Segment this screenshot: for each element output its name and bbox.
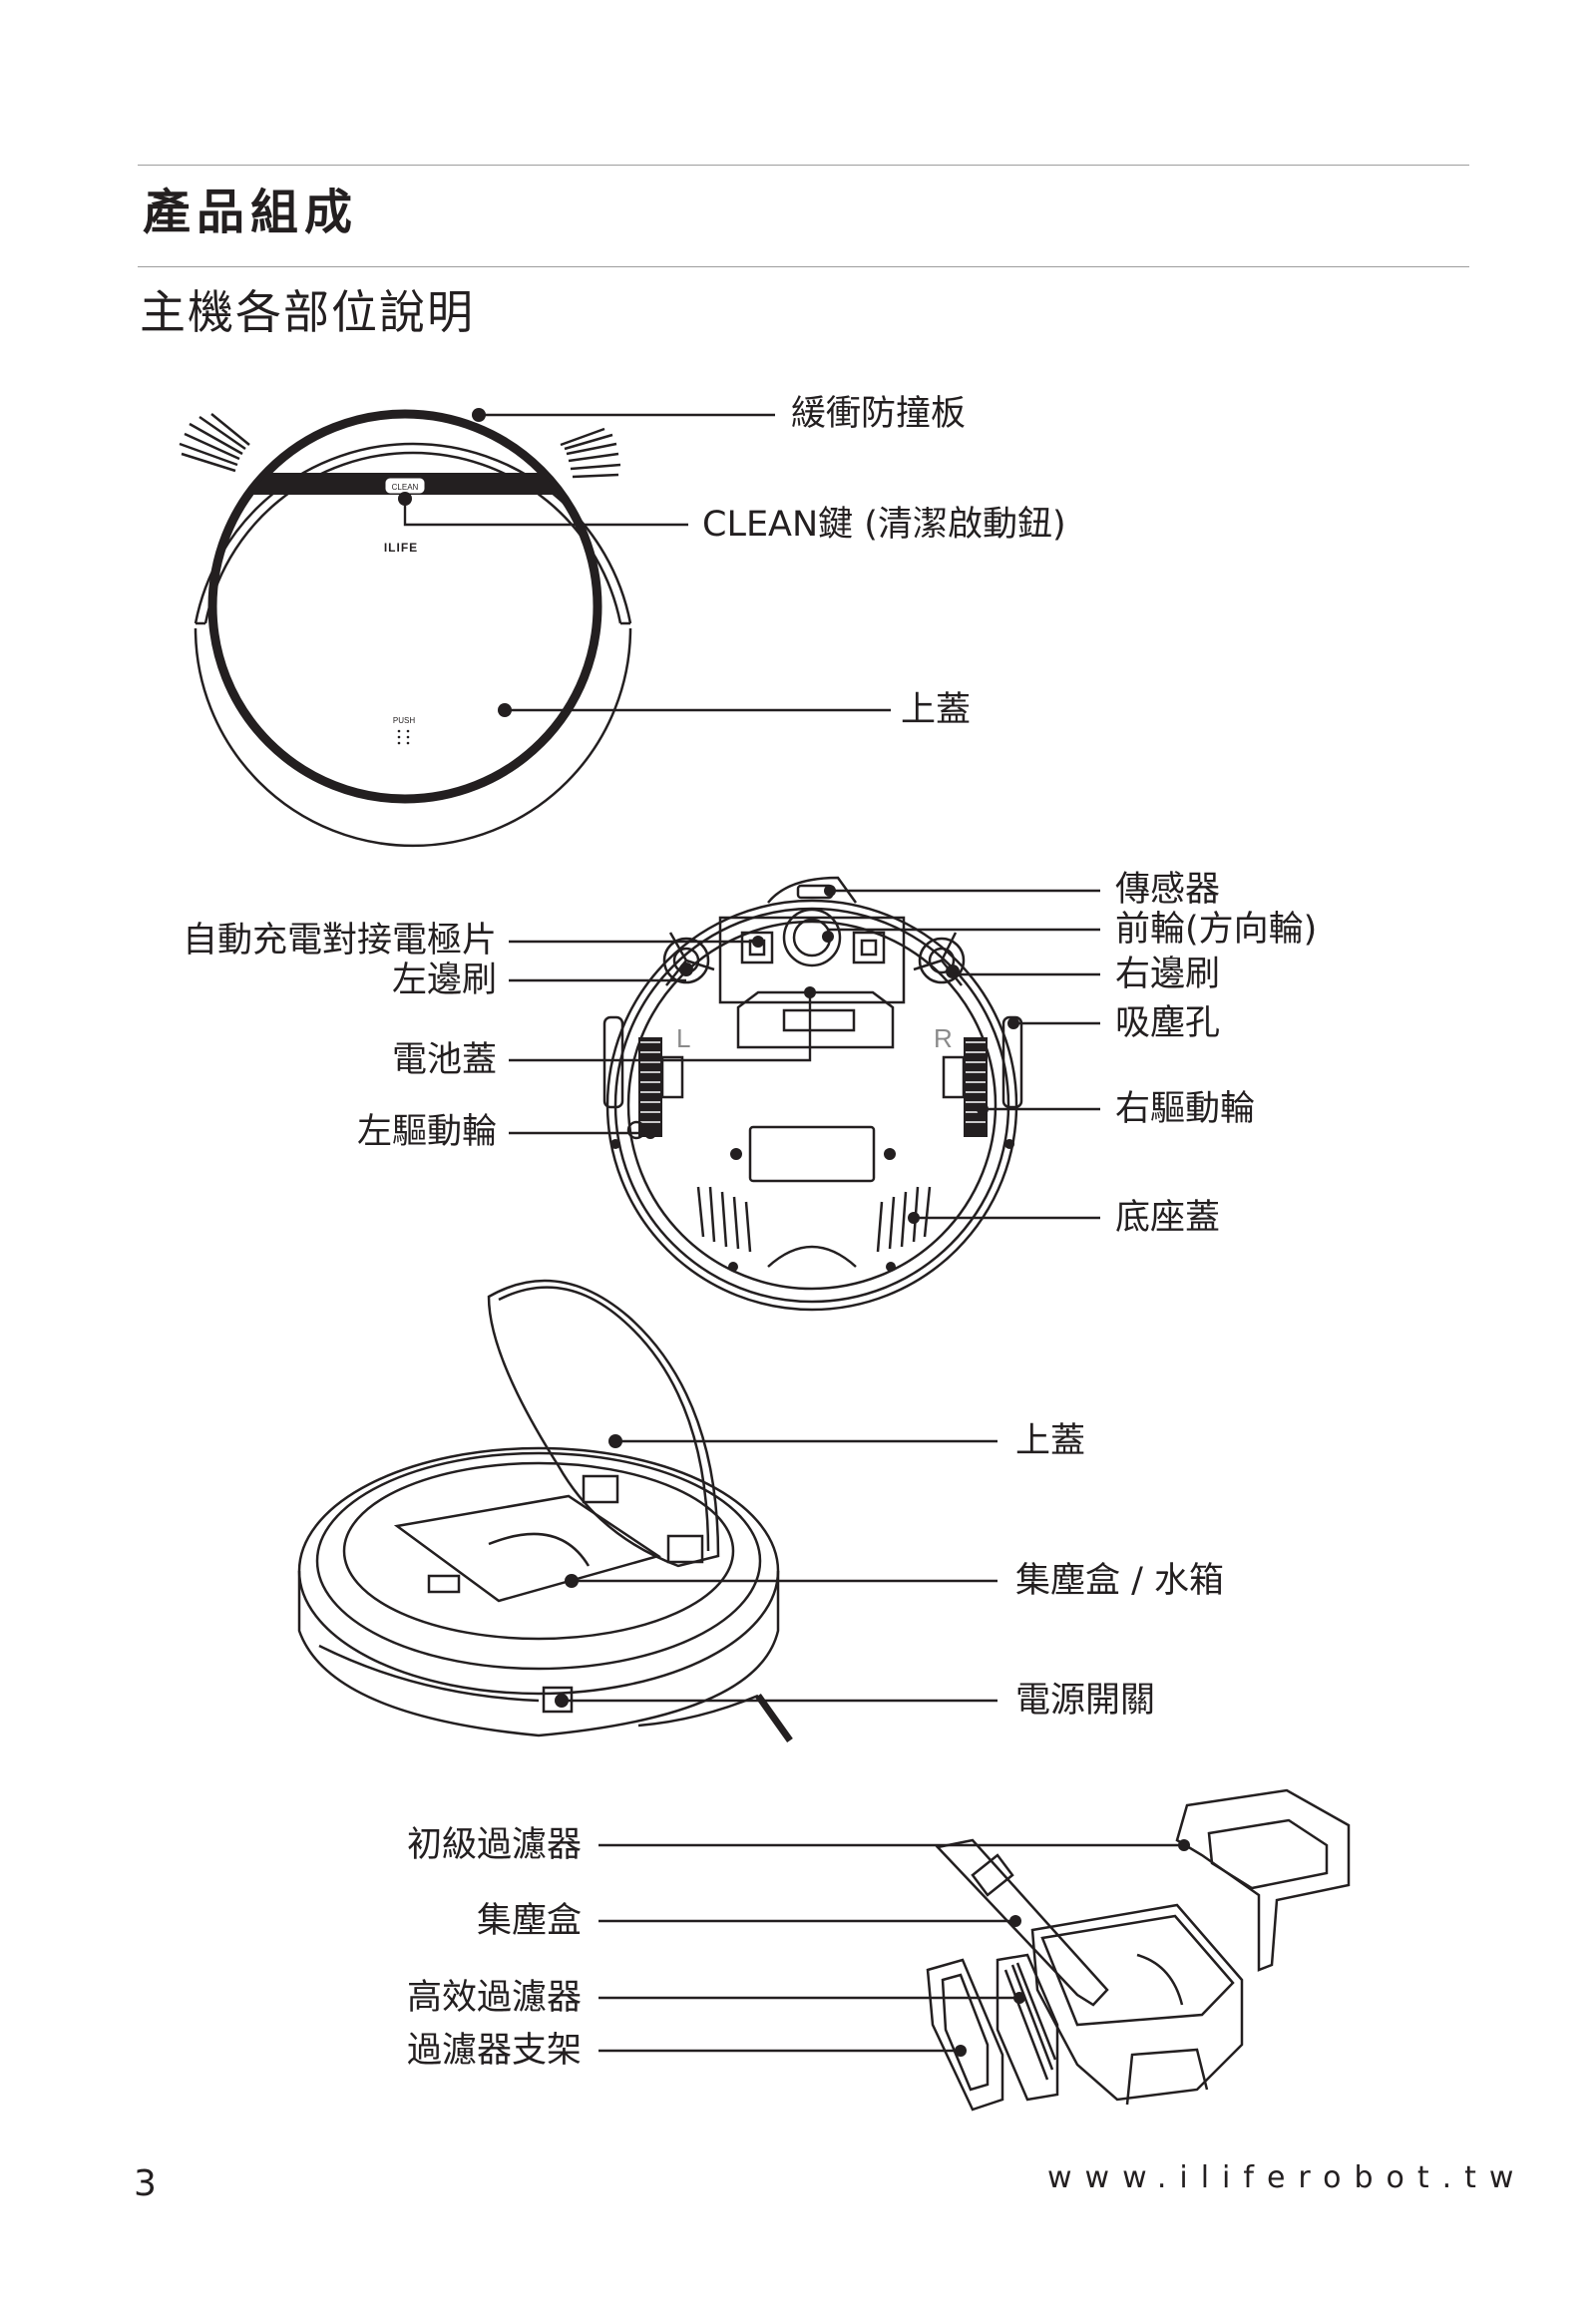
leader-hepa-filter <box>598 1992 1025 2004</box>
label-battery-cover: 電池蓋 <box>391 1040 497 1080</box>
leader-left-side-brush <box>509 963 693 982</box>
leader-clean-button <box>398 492 688 527</box>
label-right-side-brush: 右邊刷 <box>1115 955 1221 994</box>
leader-filter-holder <box>598 2045 967 2057</box>
leader-front-wheel <box>822 928 1100 943</box>
right-drive-wheel-shape <box>942 1015 1023 1137</box>
leader-charging-contacts <box>509 936 764 948</box>
label-power-switch: 電源開關 <box>1015 1681 1156 1721</box>
label-left-drive-wheel: 左驅動輪 <box>356 1112 497 1152</box>
label-left-side-brush: 左邊刷 <box>391 961 497 1000</box>
leader-right-side-brush <box>946 964 1100 978</box>
label-sensor: 傳感器 <box>1115 870 1221 910</box>
leader-top-cover <box>498 703 891 717</box>
leader-suction-inlet <box>1007 1017 1100 1029</box>
label-bumper: 緩衝防撞板 <box>791 394 967 434</box>
push-dots-icon <box>397 729 410 745</box>
website-url: www.iliferobot.tw <box>1047 2160 1527 2195</box>
left-drive-wheel-shape <box>602 1015 684 1137</box>
top-rule <box>138 165 1469 166</box>
leader-open-top-cover <box>608 1434 998 1448</box>
label-suction-inlet: 吸塵孔 <box>1115 1003 1221 1043</box>
leader-bumper <box>472 408 775 422</box>
left-brush-bristles-top <box>179 413 250 473</box>
leader-dustbin <box>598 1915 1021 1927</box>
leader-battery-cover <box>509 986 816 1062</box>
label-dustbin-water-tank: 集塵盒 / 水箱 <box>1015 1561 1225 1601</box>
robot-bottom-view-illustration: L R <box>602 876 1023 1312</box>
device-brand: ILIFE <box>384 541 418 555</box>
leader-primary-filter <box>598 1839 1190 1851</box>
device-right-mark: R <box>934 1023 953 1053</box>
leader-dustbin-water-tank <box>565 1574 998 1588</box>
label-primary-filter: 初級過濾器 <box>406 1825 582 1865</box>
device-left-mark: L <box>676 1023 690 1053</box>
label-clean-button: CLEAN鍵 (清潔啟動鈕) <box>702 505 1066 545</box>
robot-top-view-illustration: CLEAN ILIFE PUSH <box>179 409 632 848</box>
label-open-top-cover: 上蓋 <box>1015 1421 1086 1461</box>
robot-open-lid-illustration <box>297 1279 793 1743</box>
subsection-title: 主機各部位說明 <box>140 285 475 339</box>
section-title: 產品組成 <box>143 185 359 240</box>
leader-power-switch <box>555 1694 998 1708</box>
leader-base-cover <box>908 1212 1100 1224</box>
bumper-shape <box>194 442 632 624</box>
label-charging-contacts: 自動充電對接電極片 <box>182 921 497 961</box>
label-filter-holder: 過濾器支架 <box>406 2031 582 2071</box>
device-clean-text: CLEAN <box>392 483 419 492</box>
page-number: 3 <box>134 2163 157 2204</box>
right-brush-bristles-top <box>560 427 621 479</box>
leader-left-drive-wheel <box>509 1127 656 1139</box>
label-front-wheel: 前輪(方向輪) <box>1115 910 1318 950</box>
label-base-cover: 底座蓋 <box>1115 1198 1221 1238</box>
title-rule <box>138 266 1469 267</box>
device-push: PUSH <box>393 716 415 725</box>
leader-right-drive-wheel <box>977 1103 1100 1115</box>
dustbin-exploded-illustration <box>926 1788 1351 2112</box>
label-dustbin: 集塵盒 <box>476 1901 582 1941</box>
label-hepa-filter: 高效過濾器 <box>406 1978 582 2018</box>
label-top-cover: 上蓋 <box>901 690 972 730</box>
top-cover-ring <box>207 409 602 804</box>
leader-sensor <box>824 885 1100 897</box>
label-right-drive-wheel: 右驅動輪 <box>1115 1089 1256 1129</box>
